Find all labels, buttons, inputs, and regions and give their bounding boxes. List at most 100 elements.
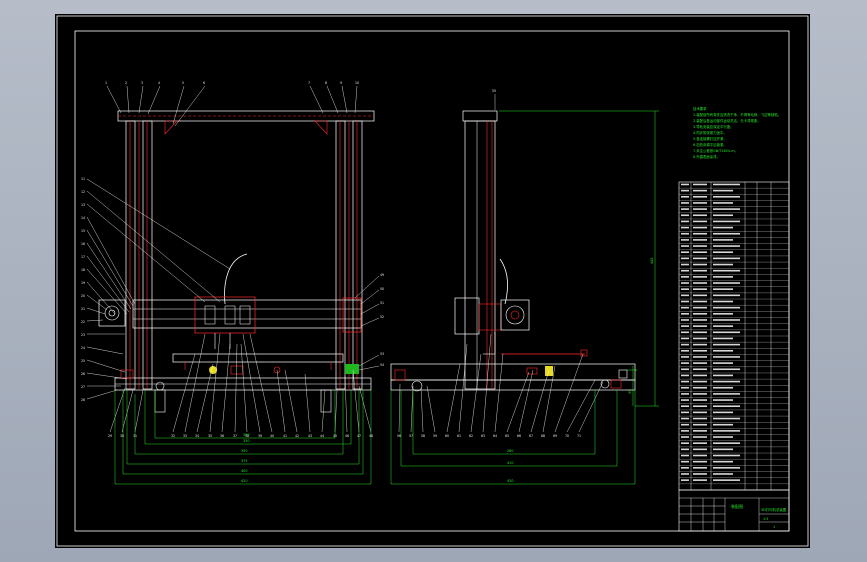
side-post	[464, 120, 496, 390]
parts-list-number	[681, 430, 689, 432]
parts-list-number	[681, 356, 689, 358]
parts-list-entry	[713, 245, 740, 247]
note-line: 7.未注公差按GB/T1804-m。	[693, 148, 738, 153]
parts-list-number	[681, 319, 689, 321]
dimension-value: 280	[507, 449, 513, 453]
balloon-label: 58	[421, 434, 425, 438]
parts-list-code	[693, 294, 707, 297]
parts-list-code	[693, 202, 707, 204]
parts-list-entry	[713, 208, 740, 210]
parts-list-number	[681, 226, 689, 229]
note-line: 6.加热床调平后锁紧。	[693, 142, 727, 147]
balloon-label: 12	[81, 190, 85, 194]
cad-drawing: 技术要求 1.装配前所有零件应清洗干净，不得有毛刺、飞边等缺陷。 2.装配后各运…	[56, 15, 809, 547]
balloon-label: 61	[457, 434, 461, 438]
parts-list-number	[681, 442, 689, 444]
parts-list-code	[693, 356, 707, 358]
parts-list-entry	[713, 349, 733, 352]
balloon-label: 21	[81, 307, 85, 311]
parts-list-number	[681, 325, 689, 327]
left-post-inner	[142, 120, 153, 390]
parts-list-entry	[713, 325, 733, 327]
balloon-label: 2	[125, 81, 127, 85]
balloon-label: 39	[258, 434, 262, 438]
drawing-number: 3D打印机总装图	[761, 507, 787, 512]
parts-list-code	[693, 288, 707, 290]
parts-list-number	[681, 479, 689, 481]
parts-list-code	[693, 331, 707, 334]
balloon-label: 42	[295, 434, 299, 438]
balloon-label: 5	[182, 81, 184, 85]
balloon-label: 53	[380, 352, 384, 356]
parts-list-entry	[713, 473, 733, 475]
parts-list-code	[693, 195, 707, 198]
parts-list-code	[693, 454, 707, 457]
balloon-label: 66	[517, 434, 521, 438]
balloon-label: 13	[81, 203, 85, 207]
notes-heading: 技术要求	[693, 106, 707, 111]
dimension-value: 375	[241, 459, 247, 463]
parts-list-entry	[713, 386, 733, 389]
right-post-inner	[335, 120, 346, 390]
parts-list-number	[681, 208, 689, 210]
parts-list-code	[693, 189, 707, 192]
parts-list-number	[681, 374, 689, 377]
parts-list-number	[681, 362, 689, 364]
parts-list-code	[693, 226, 707, 229]
parts-list-number	[681, 399, 689, 401]
parts-list-number	[681, 220, 689, 223]
parts-list-code	[693, 411, 707, 414]
parts-list-entry	[713, 374, 733, 377]
parts-list-entry	[713, 436, 733, 438]
balloon-label: 24	[81, 346, 85, 350]
parts-list-number	[681, 349, 689, 352]
balloon-label: 62	[469, 434, 473, 438]
x-motor	[98, 299, 126, 327]
parts-list-table	[678, 181, 790, 491]
parts-list-code	[693, 263, 707, 266]
parts-list-number	[681, 288, 689, 290]
parts-list-entry	[713, 251, 733, 254]
balloon-label: 68	[541, 434, 545, 438]
parts-list-code	[693, 423, 707, 426]
title-block: 装配图 3D打印机总装图 1:5 1	[678, 489, 790, 532]
parts-list-entry	[713, 282, 740, 284]
parts-list-code	[693, 183, 707, 186]
parts-list-number	[681, 251, 689, 254]
balloon-label: 23	[81, 333, 85, 337]
balloon-label: 52	[380, 315, 384, 319]
parts-list-entry	[713, 263, 733, 266]
balloon-label: 16	[81, 242, 85, 246]
parts-list-number	[681, 393, 689, 395]
parts-list-code	[693, 245, 707, 247]
technical-notes: 技术要求 1.装配前所有零件应清洗干净，不得有毛刺、飞边等缺陷。 2.装配后各运…	[693, 106, 781, 159]
parts-list-code	[693, 368, 707, 371]
side-top-cap	[462, 110, 498, 122]
note-line: 8.外露表面涂漆。	[693, 154, 720, 159]
scale-value: 1:5	[763, 517, 768, 521]
note-line: 1.装配前所有零件应清洗干净，不得有毛刺、飞边等缺陷。	[693, 112, 781, 117]
balloon-label: 60	[445, 434, 449, 438]
parts-list-entry	[713, 411, 733, 414]
parts-list-entry	[713, 276, 733, 278]
parts-list-code	[693, 479, 707, 481]
balloon-label: 41	[283, 434, 287, 438]
parts-list-entry	[713, 183, 740, 186]
parts-list-entry	[713, 467, 740, 469]
parts-list-entry	[713, 479, 740, 481]
balloon-label: 20	[81, 294, 85, 298]
parts-list-number	[681, 368, 689, 371]
balloon-label: 43	[308, 434, 312, 438]
note-line: 4.同步带张紧力适中。	[693, 130, 727, 135]
note-line: 2.装配后各运动部件运动灵活，无卡滞现象。	[693, 118, 761, 123]
balloon-label: 36	[220, 434, 224, 438]
balloon-label: 63	[481, 434, 485, 438]
parts-list-number	[681, 473, 689, 475]
parts-list-entry	[713, 337, 733, 340]
balloon-label: 50	[380, 287, 384, 291]
balloon-label: 51	[380, 301, 384, 305]
parts-list-number	[681, 411, 689, 414]
dimension-value: 330	[243, 439, 249, 443]
parts-list-code	[693, 276, 707, 278]
balloon-label: 26	[81, 372, 85, 376]
